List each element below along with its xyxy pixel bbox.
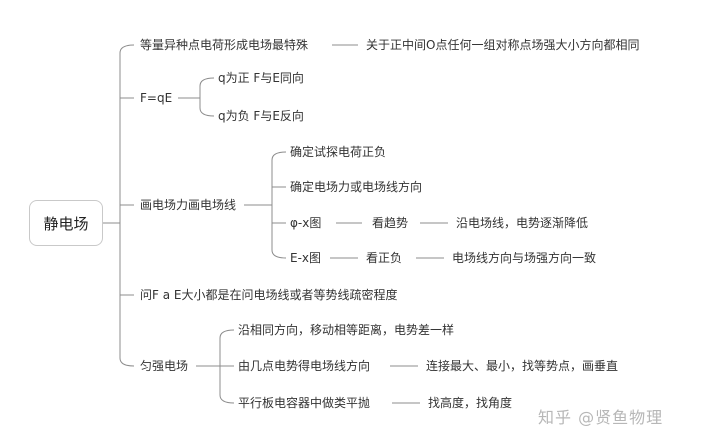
watermark: 知乎 @贤鱼物理 [538, 408, 664, 427]
determine-test-charge-sign[interactable]: 确定试探电荷正负 [290, 145, 387, 159]
e-x-look-at-sign[interactable]: 看正负 [366, 251, 403, 265]
e-x-field-direction-consistent[interactable]: 电场线方向与场强方向一致 [452, 251, 597, 265]
root-node[interactable]: 静电场 [29, 200, 103, 246]
uniform-equal-potential-difference[interactable]: 沿相同方向，移动相等距离，电势差一样 [238, 323, 455, 337]
find-height-and-angle[interactable]: 找高度，找角度 [428, 396, 513, 410]
determine-force-or-field-direction[interactable]: 确定电场力或电场线方向 [290, 180, 423, 194]
b2-bracket [199, 77, 215, 117]
force-positive-charge[interactable]: q为正 F与E同向 [218, 71, 304, 85]
uniform-field-direction-from-points[interactable]: 由几点电势得电场线方向 [238, 359, 371, 373]
branch-equal-opposite-charges-detail[interactable]: 关于正中间O点任何一组对称点场强大小方向都相同 [366, 38, 640, 52]
phi-x-look-at-trend[interactable]: 看趋势 [372, 216, 409, 230]
e-x-graph[interactable]: E-x图 [290, 251, 322, 265]
branch-draw-force-and-field-lines[interactable]: 画电场力画电场线 [140, 198, 237, 212]
branch-uniform-field[interactable]: 匀强电场 [140, 359, 189, 373]
b3-bracket [271, 151, 287, 259]
branch-magnitude-density[interactable]: 问F a E大小都是在问电场线或者等势线疏密程度 [140, 288, 398, 302]
phi-x-potential-decreases[interactable]: 沿电场线，电势逐渐降低 [456, 216, 589, 230]
branch-equal-opposite-charges[interactable]: 等量异种点电荷形成电场最特殊 [140, 38, 309, 52]
force-negative-charge[interactable]: q为负 F与E反向 [218, 109, 304, 123]
parallel-plate-projectile[interactable]: 平行板电容器中做类平抛 [238, 396, 371, 410]
uniform-connect-max-min[interactable]: 连接最大、最小，找等势点，画垂直 [426, 359, 619, 373]
branch-force-formula[interactable]: F=qE [140, 91, 173, 105]
phi-x-graph[interactable]: φ-x图 [290, 216, 322, 230]
